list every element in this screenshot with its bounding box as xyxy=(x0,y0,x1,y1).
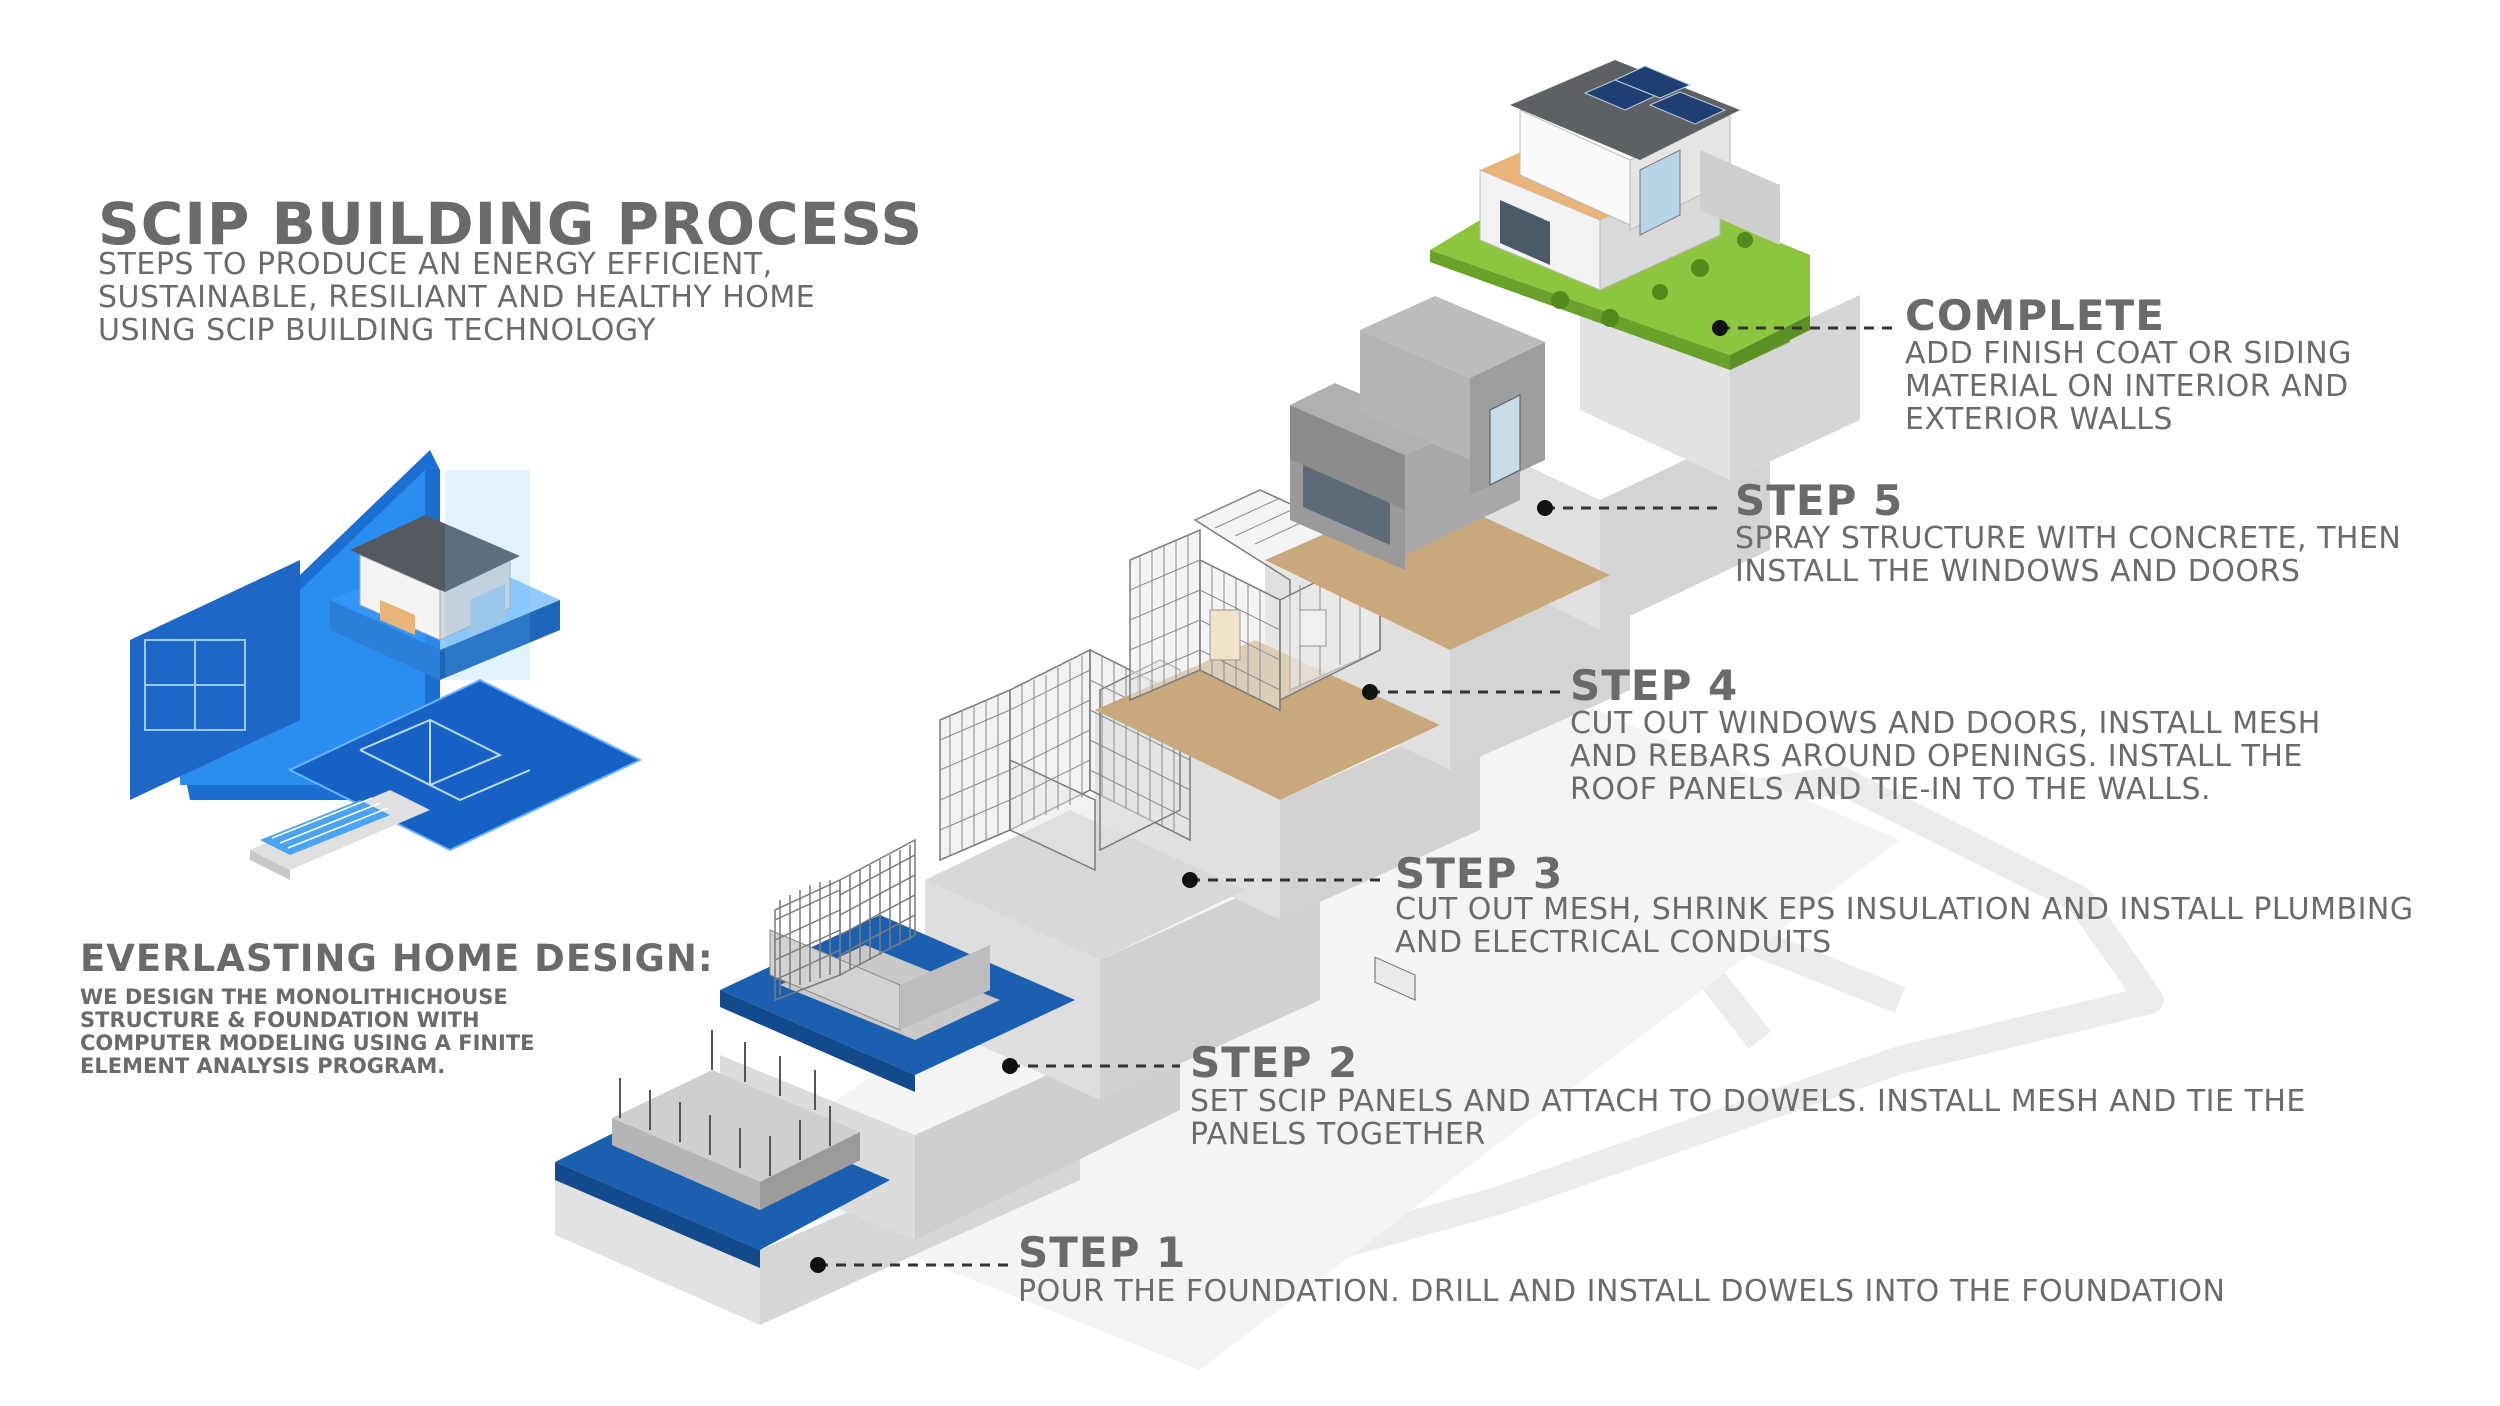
marker-step-2 xyxy=(1002,1058,1018,1074)
step-connectors xyxy=(818,326,1895,1267)
design-title: EVERLASTING HOME DESIGN: xyxy=(80,937,714,980)
step2-panels xyxy=(720,838,1075,1092)
step-1-title: STEP 1 xyxy=(1018,1228,1187,1277)
step-1-description: POUR THE FOUNDATION. DRILL AND INSTALL D… xyxy=(1018,1274,2226,1309)
marker-step-1 xyxy=(810,1257,826,1273)
marker-step-5 xyxy=(1537,500,1553,516)
complete-description: ADD FINISH COAT OR SIDING MATERIAL ON IN… xyxy=(1905,336,2352,437)
design-description: WE DESIGN THE MONOLITHICHOUSE STRUCTURE … xyxy=(80,985,535,1078)
step-3-title: STEP 3 xyxy=(1395,849,1564,898)
step-4-description: CUT OUT WINDOWS AND DOORS, INSTALL MESH … xyxy=(1570,706,2321,807)
marker-step-4 xyxy=(1362,684,1378,700)
complete-title: COMPLETE xyxy=(1905,291,2165,340)
page-title: SCIP BUILDING PROCESS xyxy=(98,190,924,258)
step-2-title: STEP 2 xyxy=(1190,1038,1359,1087)
step1-foundation xyxy=(555,1030,890,1268)
step-2-description: SET SCIP PANELS AND ATTACH TO DOWELS. IN… xyxy=(1190,1084,2306,1152)
step-5-description: SPRAY STRUCTURE WITH CONCRETE, THEN INST… xyxy=(1735,521,2402,589)
marker-step-3 xyxy=(1182,872,1198,888)
marker-complete xyxy=(1712,320,1728,336)
step-4-title: STEP 4 xyxy=(1570,661,1739,710)
page-subtitle: STEPS TO PRODUCE AN ENERGY EFFICIENT, SU… xyxy=(98,247,816,348)
step-3-description: CUT OUT MESH, SHRINK EPS INSULATION AND … xyxy=(1395,892,2414,960)
step-markers xyxy=(810,320,1728,1273)
step-5-title: STEP 5 xyxy=(1735,476,1904,525)
step5-concrete xyxy=(1265,296,1610,1001)
complete-house xyxy=(1430,60,1810,370)
computer-illustration xyxy=(130,450,643,880)
